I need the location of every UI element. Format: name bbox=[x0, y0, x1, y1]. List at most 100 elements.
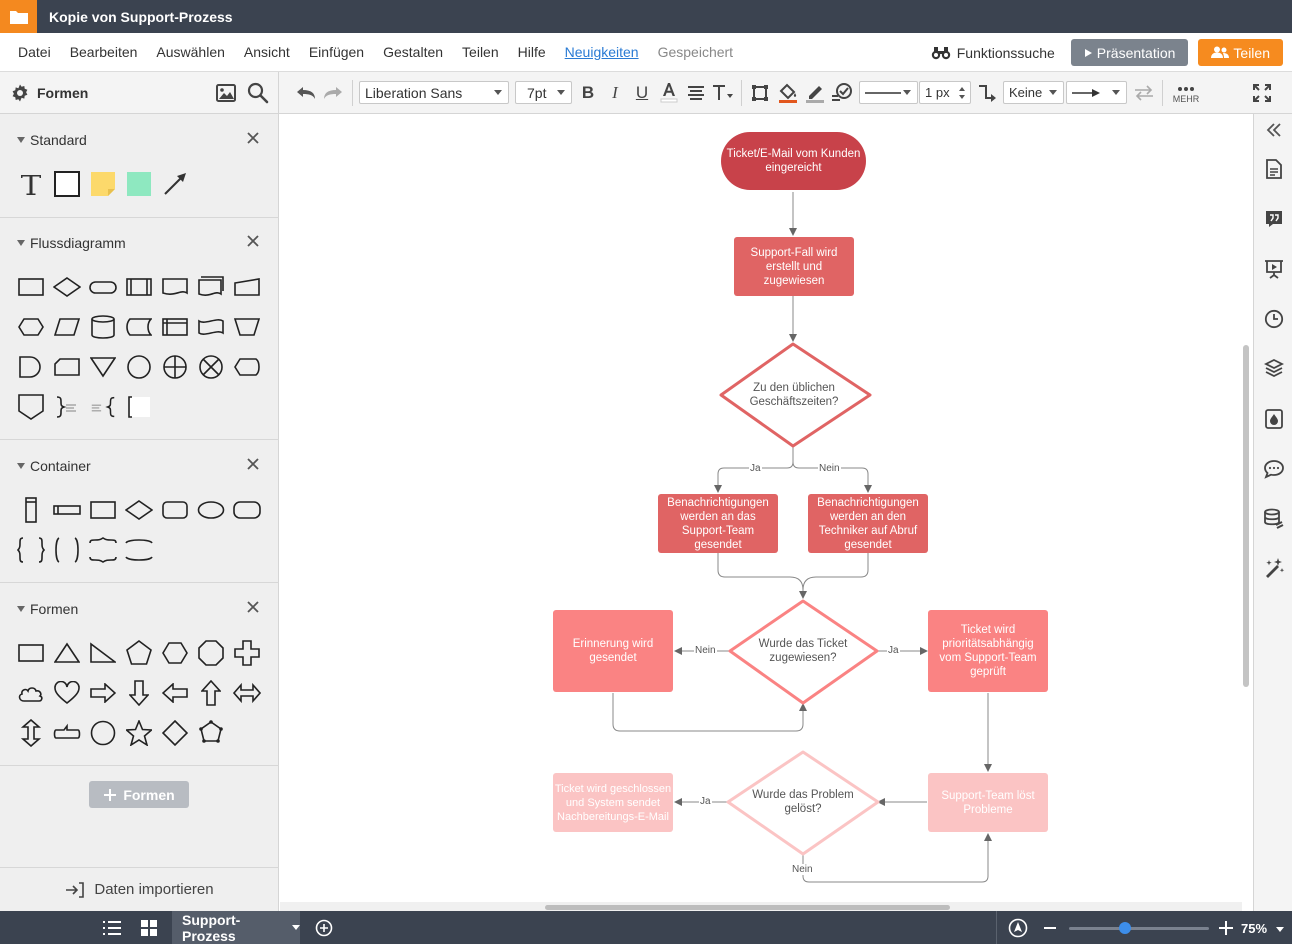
pentagon-shape[interactable] bbox=[124, 638, 154, 668]
line-style-select[interactable] bbox=[859, 81, 918, 104]
summing-junction-shape[interactable] bbox=[196, 352, 226, 382]
underline-button[interactable]: U bbox=[635, 83, 649, 102]
document-title[interactable]: Kopie von Support-Prozess bbox=[49, 8, 233, 25]
import-data-button[interactable]: Daten importieren bbox=[0, 867, 279, 911]
feature-search[interactable]: Funktionssuche bbox=[931, 45, 1055, 61]
menu-bearbeiten[interactable]: Bearbeiten bbox=[69, 44, 138, 60]
bracket-container-shape[interactable] bbox=[52, 535, 82, 565]
arrow-double-vertical-shape[interactable] bbox=[16, 718, 46, 748]
hexagon-shape[interactable] bbox=[160, 638, 190, 668]
magic-button[interactable] bbox=[1254, 553, 1292, 583]
presentation-button[interactable] bbox=[1254, 254, 1292, 284]
sticky-note-shape[interactable] bbox=[88, 169, 118, 199]
add-page-icon[interactable] bbox=[315, 919, 333, 937]
text-color-button[interactable] bbox=[658, 72, 680, 114]
border-button[interactable] bbox=[748, 72, 772, 114]
polygon-shape[interactable] bbox=[196, 718, 226, 748]
navigate-icon[interactable] bbox=[1008, 918, 1028, 938]
close-icon[interactable] bbox=[246, 234, 260, 248]
circle-shape[interactable] bbox=[88, 718, 118, 748]
history-button[interactable] bbox=[1254, 304, 1292, 334]
process-shape[interactable] bbox=[16, 272, 46, 302]
gear-icon[interactable] bbox=[11, 84, 29, 102]
rect-container-shape[interactable] bbox=[88, 495, 118, 525]
vertical-swimlane-shape[interactable] bbox=[16, 495, 46, 525]
text-bracket-shape[interactable] bbox=[124, 392, 154, 422]
right-triangle-shape[interactable] bbox=[88, 638, 118, 668]
horizontal-scroll-thumb[interactable] bbox=[545, 905, 950, 910]
present-button[interactable]: Präsentation bbox=[1070, 39, 1189, 66]
triangle-shape[interactable] bbox=[52, 638, 82, 668]
or-shape[interactable] bbox=[160, 352, 190, 382]
callout-shape[interactable] bbox=[52, 718, 82, 748]
menu-hilfe[interactable]: Hilfe bbox=[517, 44, 546, 60]
preparation-shape[interactable] bbox=[16, 312, 46, 342]
layers-button[interactable] bbox=[1254, 353, 1292, 383]
arrow-right-shape[interactable] bbox=[88, 678, 118, 708]
line-end-select[interactable] bbox=[1066, 81, 1127, 104]
node-notify-team[interactable]: Benachrichtigungen werden an das Support… bbox=[667, 496, 769, 551]
share-button[interactable]: Teilen bbox=[1198, 39, 1283, 66]
list-view-icon[interactable] bbox=[102, 920, 122, 936]
add-shapes-button[interactable]: Formen bbox=[89, 781, 189, 808]
octagon-shape[interactable] bbox=[196, 638, 226, 668]
off-page-shape[interactable] bbox=[16, 392, 46, 422]
annotation-left-shape[interactable] bbox=[88, 392, 118, 422]
search-icon[interactable] bbox=[247, 82, 269, 104]
fill-color-button[interactable] bbox=[776, 72, 800, 114]
card-shape[interactable] bbox=[52, 352, 82, 382]
node-start[interactable]: Ticket/E-Mail vom Kunden eingereicht bbox=[726, 148, 861, 174]
page-settings-button[interactable] bbox=[1254, 154, 1292, 184]
zoom-level-select[interactable]: 75% bbox=[1241, 921, 1284, 936]
arrow-left-shape[interactable] bbox=[160, 678, 190, 708]
undo-button[interactable] bbox=[294, 72, 318, 114]
horizontal-bracket-container-shape[interactable] bbox=[124, 535, 154, 565]
node-assigned[interactable]: Wurde das Ticket zugewiesen? bbox=[758, 638, 848, 664]
folder-icon[interactable] bbox=[0, 0, 37, 33]
predefined-process-shape[interactable] bbox=[124, 272, 154, 302]
collapse-panel-button[interactable] bbox=[1254, 115, 1292, 145]
star-shape[interactable] bbox=[124, 718, 154, 748]
arrow-down-shape[interactable] bbox=[124, 678, 154, 708]
ellipse-container-shape[interactable] bbox=[196, 495, 226, 525]
decision-shape[interactable] bbox=[52, 272, 82, 302]
arrow-double-horizontal-shape[interactable] bbox=[232, 678, 262, 708]
menu-neuigkeiten[interactable]: Neuigkeiten bbox=[564, 44, 639, 60]
horizontal-swimlane-shape[interactable] bbox=[52, 495, 82, 525]
node-notify-tech[interactable]: Benachrichtigungen werden an den Technik… bbox=[817, 496, 919, 551]
cross-shape[interactable] bbox=[232, 638, 262, 668]
section-container-header[interactable]: Container bbox=[0, 455, 279, 477]
internal-storage-shape[interactable] bbox=[160, 312, 190, 342]
pill-container-shape[interactable] bbox=[232, 495, 262, 525]
close-icon[interactable] bbox=[246, 131, 260, 145]
menu-datei[interactable]: Datei bbox=[18, 44, 51, 60]
diagram-canvas[interactable]: Ticket/E-Mail vom Kunden eingereicht Sup… bbox=[280, 114, 1253, 911]
manual-input-shape[interactable] bbox=[232, 272, 262, 302]
close-icon[interactable] bbox=[246, 600, 260, 614]
node-create[interactable]: Support-Fall wird erstellt und zugewiese… bbox=[750, 246, 838, 287]
menu-einfuegen[interactable]: Einfügen bbox=[308, 44, 365, 60]
style-button[interactable] bbox=[830, 72, 854, 114]
close-icon[interactable] bbox=[246, 457, 260, 471]
document-shape[interactable] bbox=[160, 272, 190, 302]
section-shapes-header[interactable]: Formen bbox=[0, 598, 279, 620]
section-flowchart-header[interactable]: Flussdiagramm bbox=[0, 232, 279, 254]
node-solves[interactable]: Support-Team löst Probleme bbox=[941, 789, 1035, 816]
zoom-out-icon[interactable] bbox=[1043, 921, 1057, 935]
swap-arrows-button[interactable] bbox=[1131, 72, 1157, 114]
terminator-shape[interactable] bbox=[88, 272, 118, 302]
rounded-container-shape[interactable] bbox=[160, 495, 190, 525]
redo-button[interactable] bbox=[321, 72, 345, 114]
punched-tape-shape[interactable] bbox=[196, 312, 226, 342]
comments-quote-button[interactable] bbox=[1254, 204, 1292, 234]
manual-operation-shape[interactable] bbox=[232, 312, 262, 342]
line-width-select[interactable]: 1 px bbox=[919, 81, 971, 104]
line-color-button[interactable] bbox=[803, 72, 827, 114]
bold-button[interactable]: B bbox=[581, 83, 595, 102]
node-hours[interactable]: Zu den üblichen Geschäftszeiten? bbox=[749, 382, 839, 408]
node-priority[interactable]: Ticket wird prioritätsabhängig vom Suppo… bbox=[939, 624, 1037, 678]
line-start-select[interactable]: Keine bbox=[1003, 81, 1064, 104]
merge-shape[interactable] bbox=[88, 352, 118, 382]
diamond-basic-shape[interactable] bbox=[160, 718, 190, 748]
data-link-button[interactable] bbox=[1254, 504, 1292, 534]
